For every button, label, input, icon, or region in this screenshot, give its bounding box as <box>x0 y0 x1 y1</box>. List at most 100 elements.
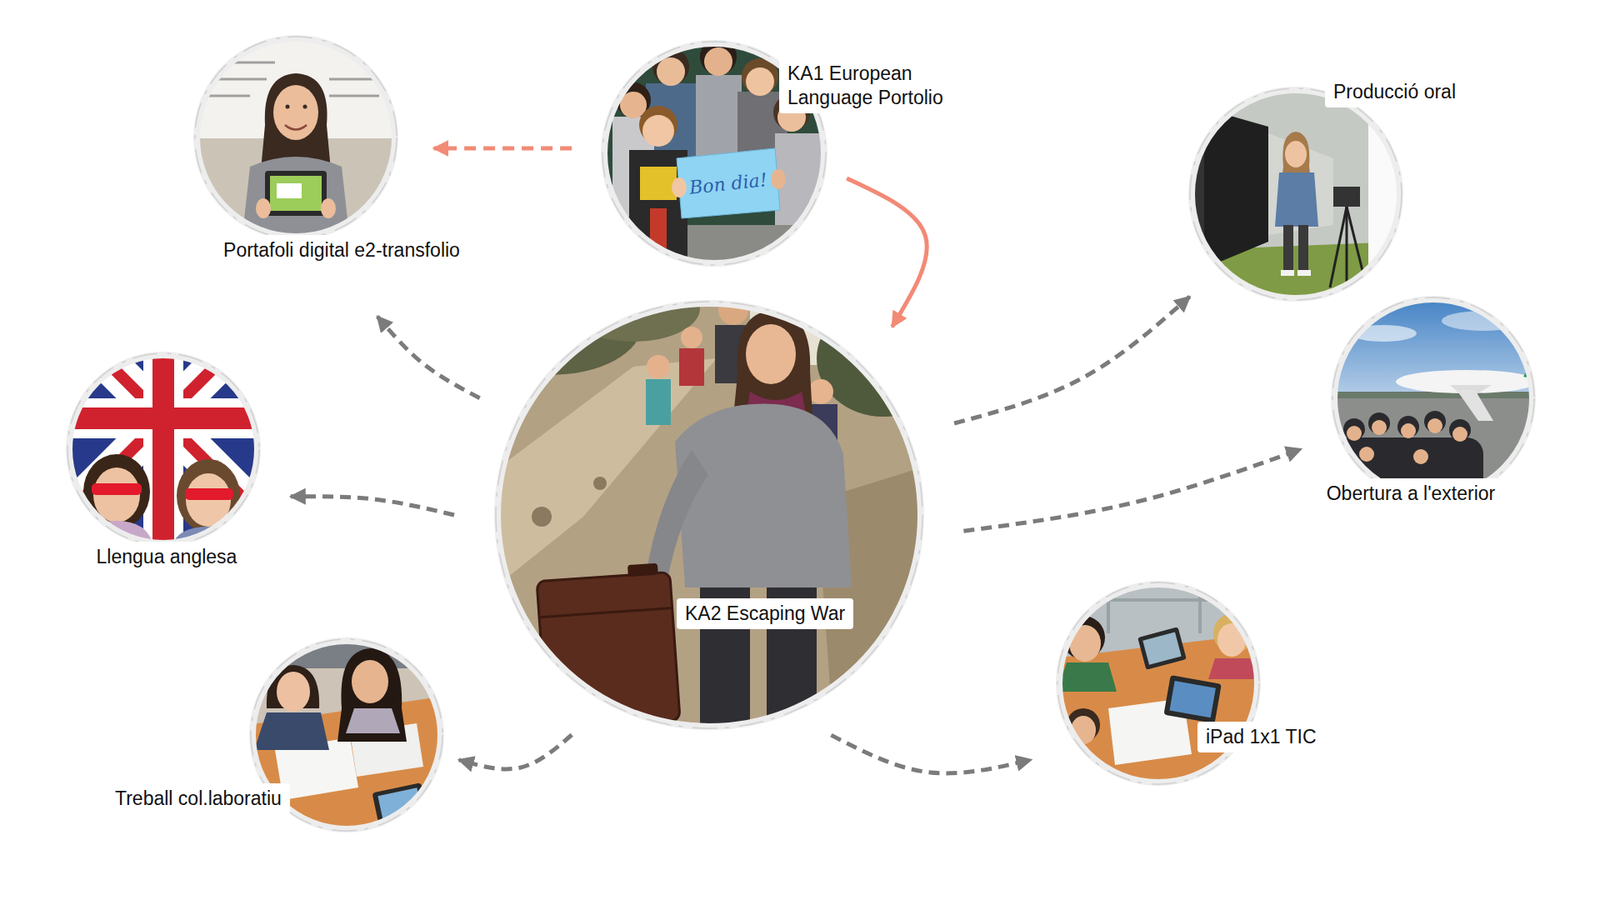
group-photo <box>642 115 675 147</box>
airport-photo <box>1346 418 1468 465</box>
photo-circle: KA2 Escaping War <box>495 300 924 730</box>
circle-rim <box>196 38 395 237</box>
circle-rim <box>497 303 921 727</box>
circle-brush-edge <box>195 36 397 239</box>
hike-photo <box>627 563 659 577</box>
connector-arrow <box>290 496 455 515</box>
ipad-photo <box>1053 578 1264 789</box>
circle-brush-edge <box>1057 582 1260 785</box>
airport-photo <box>1400 423 1416 439</box>
circle-rim <box>1059 584 1258 783</box>
studio-photo <box>1333 186 1360 207</box>
ipad-photo <box>1053 598 1264 602</box>
hike-photo <box>745 324 796 385</box>
airport-photo <box>1343 418 1365 440</box>
studio-photo <box>1187 83 1406 305</box>
circle-brush-edge <box>67 353 260 545</box>
ipad-photo <box>1163 675 1221 724</box>
connector-arrow <box>459 735 572 770</box>
node-label: Producció oral <box>1325 76 1465 108</box>
studio-photo <box>1330 206 1347 288</box>
group-photo <box>640 166 677 200</box>
ipad-photo <box>1198 578 1202 634</box>
node-label: Treball col.laboratiu <box>106 783 290 815</box>
group-photo <box>656 57 685 86</box>
node-label: KA1 European Language Portolio <box>779 58 988 114</box>
airport-photo <box>1452 426 1468 442</box>
studio-photo <box>1187 83 1406 305</box>
portfolio-photo <box>270 175 322 211</box>
ipad-photo <box>1137 626 1187 670</box>
airport-photo <box>1346 425 1362 441</box>
circle-brush-edge <box>1190 88 1402 300</box>
ipad-photo <box>1056 662 1117 692</box>
portfolio-photo <box>273 85 319 140</box>
hike-photo <box>645 379 671 425</box>
hike-photo <box>680 326 703 349</box>
connector-arrow <box>433 146 572 151</box>
circle-outline <box>1331 296 1535 500</box>
hike-photo <box>646 355 670 379</box>
circle-brush-edge <box>1332 297 1535 500</box>
node-label: KA2 Escaping War <box>676 598 854 630</box>
photo-circle: Portafoli digital e2-transfolio <box>194 35 398 240</box>
portfolio-photo <box>285 105 290 110</box>
connector-arrow <box>846 178 927 327</box>
circle-outline <box>1189 87 1403 301</box>
airport-photo <box>1368 412 1390 435</box>
hike-photo <box>458 275 950 734</box>
airport-photo <box>1413 449 1429 465</box>
portfolio-photo <box>191 33 400 242</box>
airport-photo <box>1329 293 1538 410</box>
photo-circle: Llengua anglesa <box>66 352 260 546</box>
ipad-photo <box>1106 578 1110 634</box>
hike-photo <box>645 450 709 584</box>
airport-photo <box>1397 415 1420 438</box>
node-label: Llengua anglesa <box>88 541 246 573</box>
hike-photo <box>491 298 927 734</box>
ipad-photo <box>1142 631 1181 665</box>
circle-outline <box>194 35 398 240</box>
photo-circle: KA1 European Language Portolio <box>601 40 827 266</box>
photo-circle: Treball col.laboratiu <box>250 638 444 832</box>
hike-photo <box>593 476 607 490</box>
classroom-photo <box>276 671 310 712</box>
circle-rim <box>69 355 258 544</box>
hike-photo <box>679 348 705 386</box>
portfolio-photo <box>303 105 308 110</box>
node-label: iPad 1x1 TIC <box>1197 721 1325 753</box>
photo-circle: Producció oral <box>1189 87 1403 301</box>
node-label: Obertura a l'exterior <box>1318 478 1505 510</box>
circle-outline <box>495 300 924 730</box>
airport-photo <box>1427 418 1443 434</box>
group-photo <box>676 148 780 219</box>
flag-photo <box>143 349 184 550</box>
ipad-photo <box>1169 680 1215 718</box>
node-label: Portafoli digital e2-transfolio <box>215 235 469 266</box>
studio-photo <box>1345 206 1349 290</box>
portfolio-photo <box>255 198 271 219</box>
ipad-photo <box>1208 658 1259 680</box>
ipad-photo <box>1163 675 1221 724</box>
ipad-photo <box>1053 578 1264 789</box>
flag-photo <box>83 454 150 530</box>
studio-photo <box>1280 270 1295 276</box>
circle-rim <box>1191 90 1400 299</box>
sign-text: Bon dia! <box>688 169 769 199</box>
ipad-photo <box>1137 626 1187 670</box>
portfolio-photo <box>320 198 336 219</box>
portfolio-photo <box>191 33 400 242</box>
circle-rim <box>1334 299 1533 498</box>
portfolio-photo <box>285 125 307 130</box>
classroom-photo <box>345 708 400 734</box>
hike-photo <box>536 572 680 730</box>
studio-photo <box>1275 172 1319 227</box>
portfolio-photo <box>276 183 302 199</box>
portfolio-photo <box>208 61 275 65</box>
hike-photo <box>531 506 552 527</box>
flag-photo <box>176 459 240 533</box>
hike-photo <box>718 295 749 325</box>
